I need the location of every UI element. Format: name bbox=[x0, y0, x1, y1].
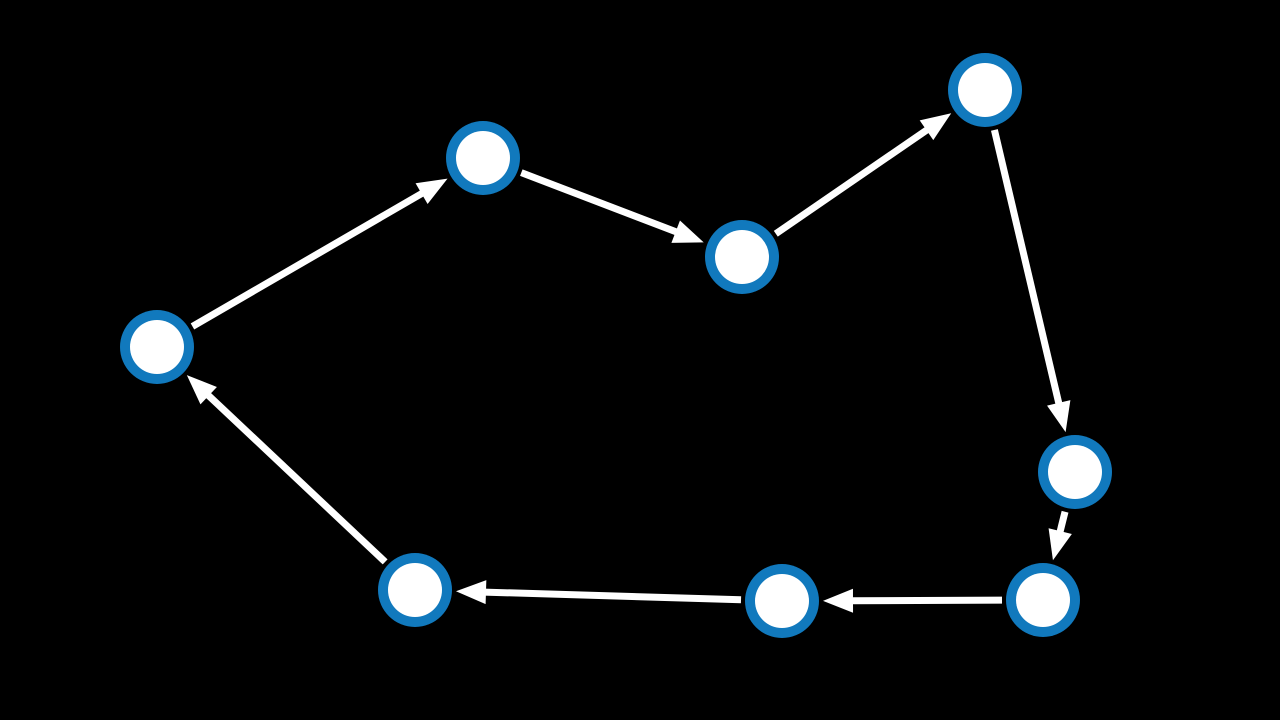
edges-layer bbox=[186, 113, 1072, 613]
edge-line bbox=[990, 129, 1063, 406]
graph-edge[interactable] bbox=[455, 580, 742, 605]
node-core bbox=[958, 63, 1012, 117]
nodes-layer bbox=[120, 53, 1112, 638]
node-core bbox=[715, 230, 769, 284]
graph-node[interactable] bbox=[705, 220, 779, 294]
graph-node[interactable] bbox=[1038, 435, 1112, 509]
node-core bbox=[1048, 445, 1102, 499]
edge-line bbox=[1056, 510, 1069, 534]
graph-edge[interactable] bbox=[1048, 510, 1072, 561]
node-core bbox=[388, 563, 442, 617]
edge-arrowhead bbox=[1047, 400, 1071, 433]
edge-line bbox=[483, 588, 742, 604]
edge-arrowhead bbox=[1048, 528, 1072, 561]
node-core bbox=[130, 320, 184, 374]
edge-line bbox=[520, 169, 679, 236]
graph-node[interactable] bbox=[948, 53, 1022, 127]
graph-edge[interactable] bbox=[186, 375, 388, 565]
graph-edge[interactable] bbox=[822, 588, 1003, 613]
edge-arrowhead bbox=[455, 580, 487, 605]
graph-edge[interactable] bbox=[990, 129, 1071, 433]
edge-line bbox=[204, 391, 388, 565]
graph-edge[interactable] bbox=[520, 169, 704, 243]
graph-node[interactable] bbox=[120, 310, 194, 384]
edge-arrowhead bbox=[822, 588, 854, 613]
edge-line bbox=[773, 126, 931, 237]
node-core bbox=[1016, 573, 1070, 627]
edge-arrowhead bbox=[186, 375, 217, 405]
graph-edge[interactable] bbox=[190, 178, 448, 330]
graph-node[interactable] bbox=[446, 121, 520, 195]
graph-edge[interactable] bbox=[773, 113, 952, 237]
node-core bbox=[755, 574, 809, 628]
graph-node[interactable] bbox=[1006, 563, 1080, 637]
edge-arrowhead bbox=[671, 220, 704, 243]
edge-arrowhead bbox=[415, 178, 448, 204]
edge-arrowhead bbox=[919, 113, 952, 141]
node-core bbox=[456, 131, 510, 185]
edge-line bbox=[190, 189, 426, 330]
graph-node[interactable] bbox=[745, 564, 819, 638]
graph-node[interactable] bbox=[378, 553, 452, 627]
edge-line bbox=[850, 596, 1003, 605]
